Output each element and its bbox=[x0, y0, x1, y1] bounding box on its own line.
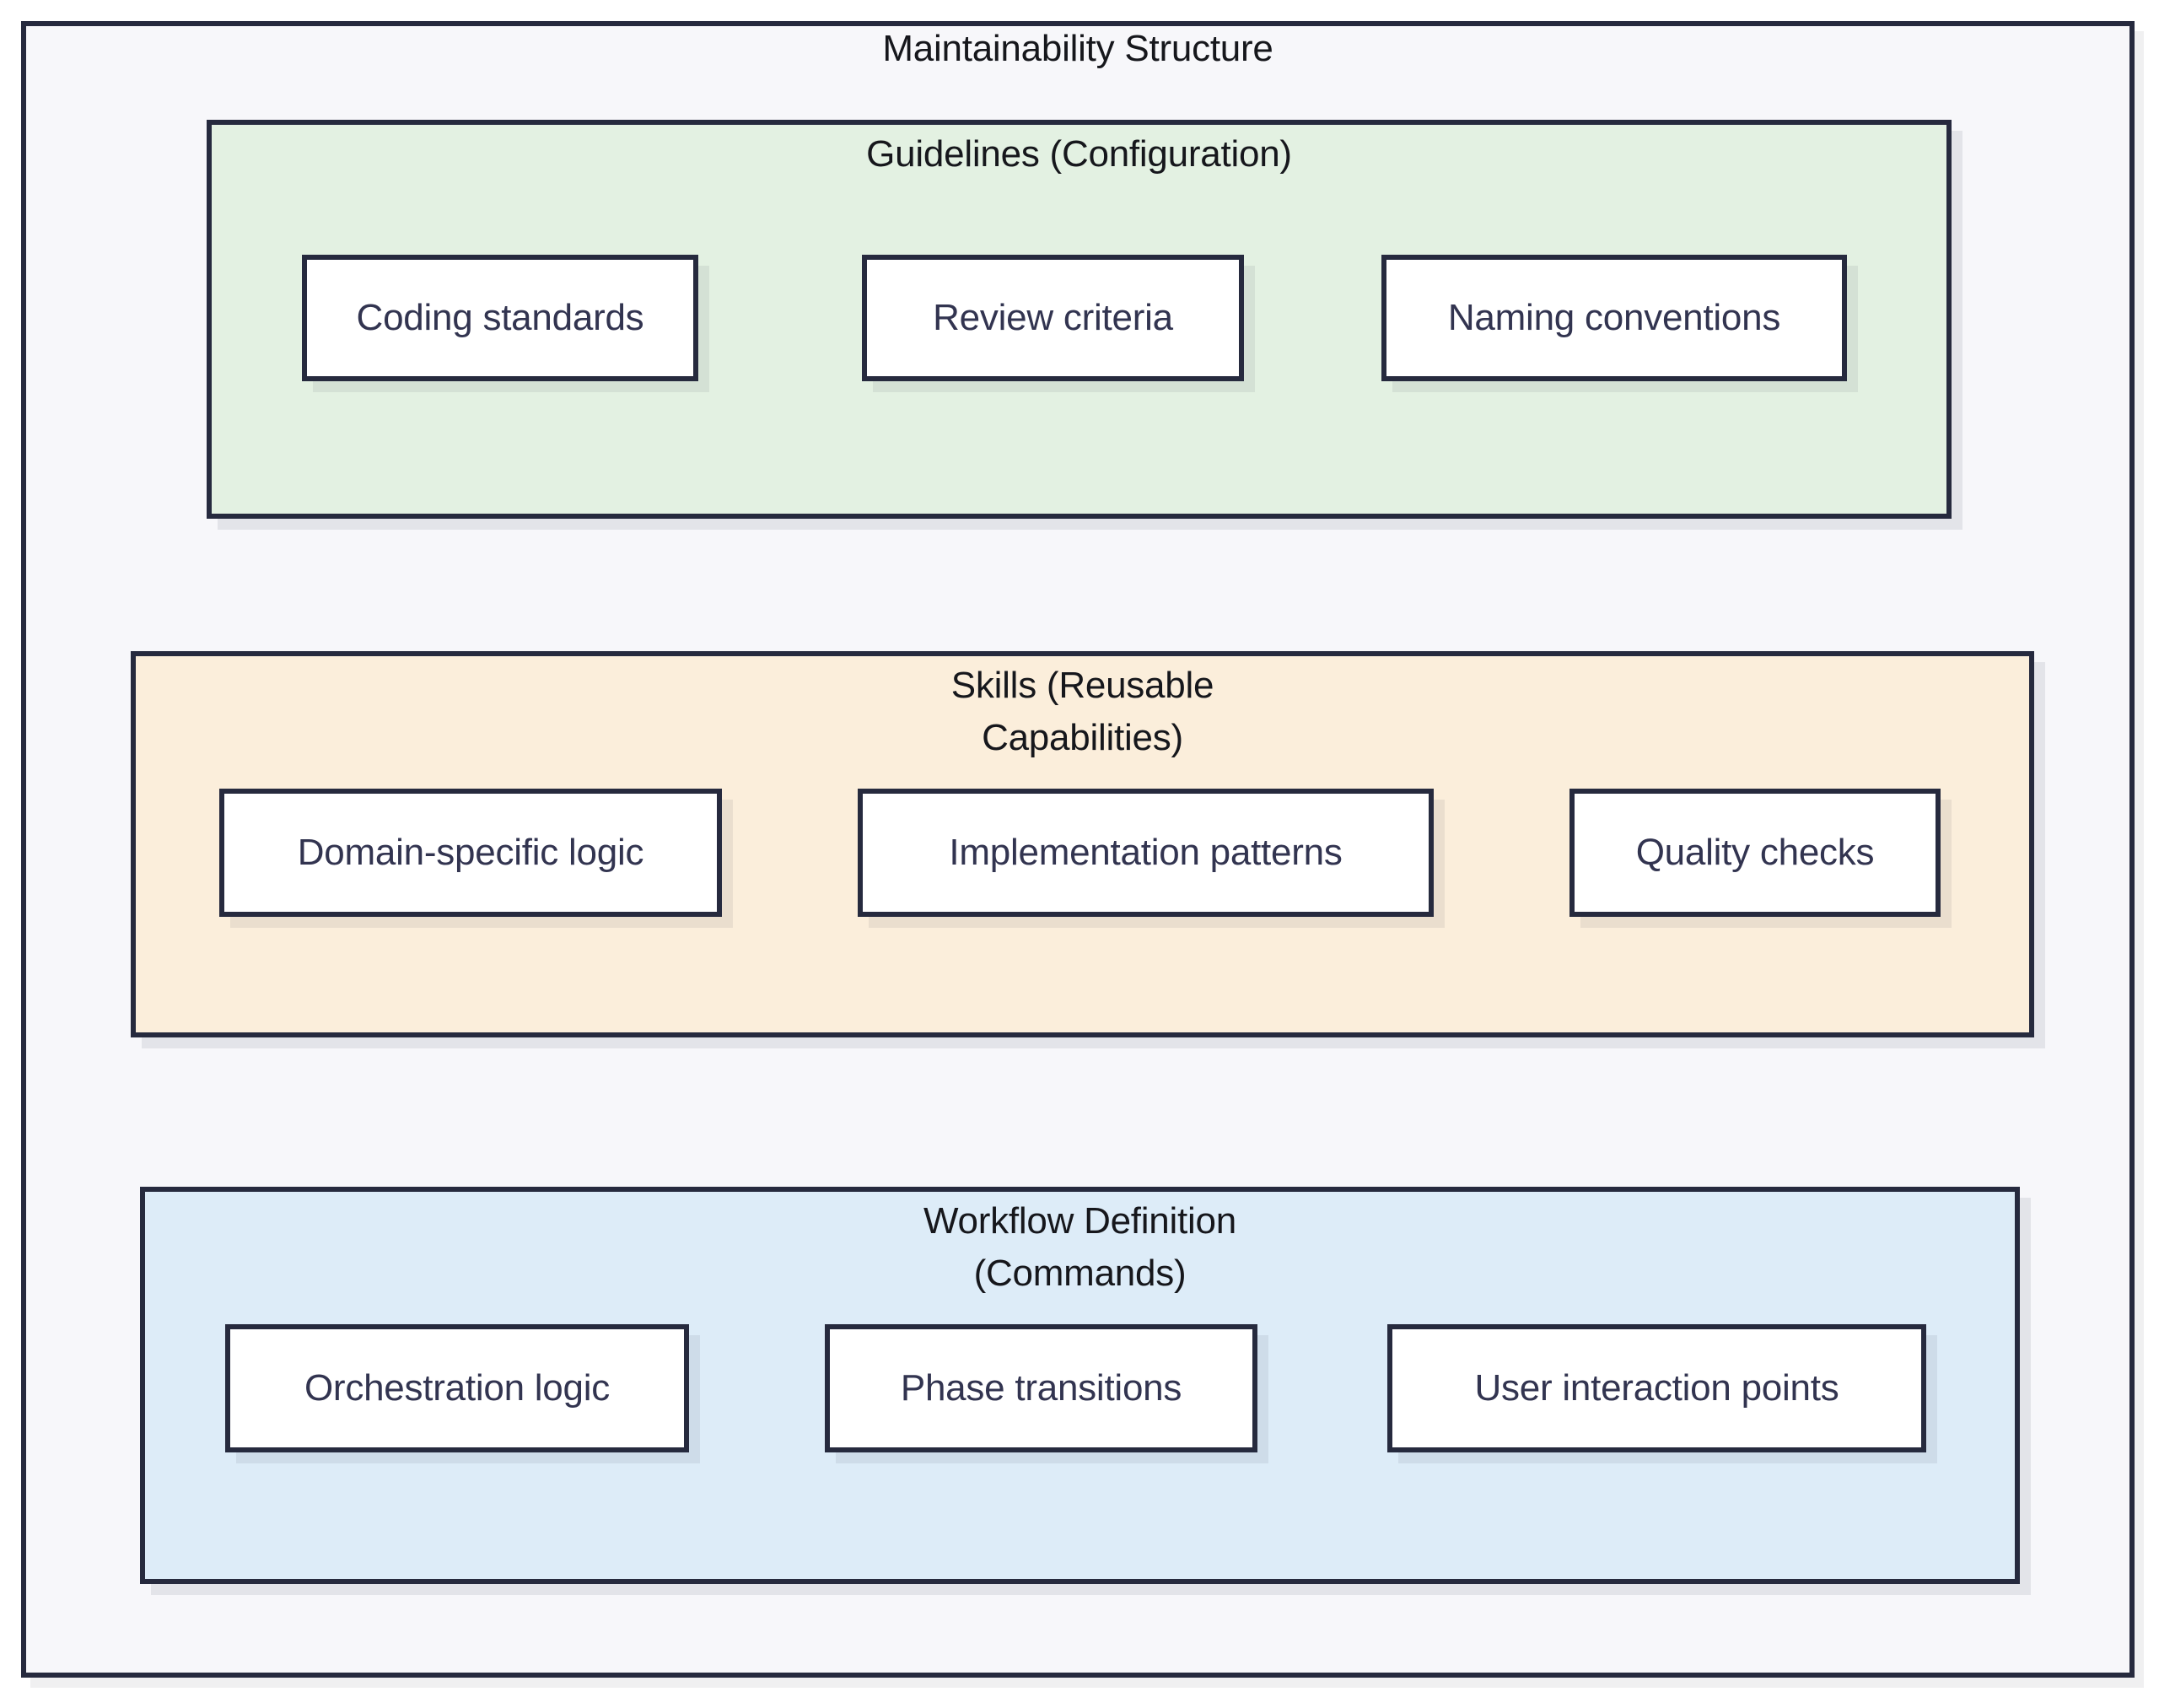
section-title-line: Workflow Definition bbox=[923, 1200, 1236, 1242]
node-label: Quality checks bbox=[1635, 832, 1875, 873]
node-review-criteria: Review criteria bbox=[862, 255, 1244, 381]
node-label: User interaction points bbox=[1474, 1367, 1839, 1409]
maintainability-structure-container: Maintainability Structure Guidelines (Co… bbox=[21, 21, 2135, 1678]
section-workflow-title: Workflow Definition (Commands) bbox=[145, 1195, 2015, 1300]
section-title-line: Capabilities) bbox=[982, 717, 1183, 758]
section-skills-title: Skills (Reusable Capabilities) bbox=[136, 660, 2029, 764]
section-workflow: Workflow Definition (Commands) Orchestra… bbox=[140, 1187, 2020, 1584]
node-user-interaction-points: User interaction points bbox=[1387, 1324, 1926, 1452]
section-guidelines-title: Guidelines (Configuration) bbox=[212, 128, 1946, 180]
node-label: Naming conventions bbox=[1447, 297, 1781, 338]
section-guidelines: Guidelines (Configuration) Coding standa… bbox=[207, 120, 1952, 519]
section-title-line: Skills (Reusable bbox=[950, 665, 1214, 706]
node-label: Coding standards bbox=[356, 297, 644, 338]
node-label: Domain-specific logic bbox=[297, 832, 644, 873]
node-label: Review criteria bbox=[933, 297, 1173, 338]
section-title-line: (Commands) bbox=[973, 1253, 1187, 1294]
node-label: Phase transitions bbox=[900, 1367, 1182, 1409]
section-skills: Skills (Reusable Capabilities) Domain-sp… bbox=[131, 651, 2034, 1037]
diagram-title: Maintainability Structure bbox=[882, 28, 1273, 69]
node-naming-conventions: Naming conventions bbox=[1381, 255, 1847, 381]
node-label: Implementation patterns bbox=[949, 832, 1343, 873]
node-coding-standards: Coding standards bbox=[302, 255, 698, 381]
node-orchestration-logic: Orchestration logic bbox=[225, 1324, 689, 1452]
node-phase-transitions: Phase transitions bbox=[825, 1324, 1257, 1452]
node-quality-checks: Quality checks bbox=[1569, 789, 1941, 917]
node-implementation-patterns: Implementation patterns bbox=[858, 789, 1434, 917]
node-label: Orchestration logic bbox=[304, 1367, 611, 1409]
section-title-line: Guidelines (Configuration) bbox=[866, 133, 1292, 175]
node-domain-specific-logic: Domain-specific logic bbox=[219, 789, 722, 917]
